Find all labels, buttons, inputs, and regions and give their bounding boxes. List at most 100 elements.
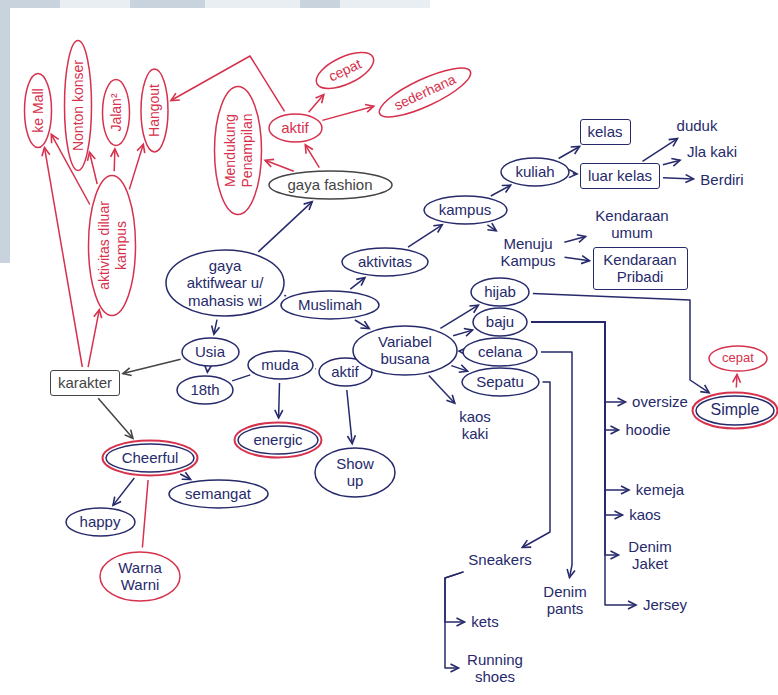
node-label: aktif <box>281 119 310 136</box>
highlight-ring <box>693 392 778 428</box>
connector-arrow <box>736 375 738 388</box>
ellipse-node: kampus <box>423 195 508 225</box>
connector-arrow <box>440 305 478 328</box>
connector-arrow <box>278 383 280 418</box>
scan-band <box>0 8 10 263</box>
connector-arrow <box>123 359 181 373</box>
scan-band <box>60 0 130 8</box>
text-node: Running shoes <box>462 649 529 688</box>
scan-band <box>340 0 430 8</box>
node-label: aktif <box>331 363 360 380</box>
ellipse-outline <box>238 426 318 454</box>
text-node: hoodie <box>622 419 675 441</box>
node-label: kemeja <box>635 481 685 498</box>
text-node: duduk <box>673 115 721 137</box>
node-label: duduk <box>676 117 718 134</box>
connector-arrow <box>408 225 442 247</box>
connector-arrow <box>491 185 511 196</box>
text-node: Jla kaki <box>683 141 741 163</box>
ellipse-outline <box>281 291 379 319</box>
connector-arrow <box>207 370 209 372</box>
node-label: Show up <box>330 455 380 490</box>
ellipse-node: aktivitas <box>341 247 429 277</box>
connector-arrow <box>531 322 623 515</box>
ellipse-outline <box>342 248 428 276</box>
connector-arrow <box>322 106 373 120</box>
node-label: Nonton konser <box>70 59 86 152</box>
scan-band <box>130 0 205 8</box>
node-label: Usia <box>194 343 226 360</box>
ellipse-node: ke Mall <box>24 72 53 148</box>
node-label: baju <box>485 313 515 330</box>
ellipse-outline <box>471 278 529 306</box>
ellipse-outline <box>709 346 767 371</box>
node-label: aktivitas diluar kampus <box>96 195 128 295</box>
connector-arrow <box>314 368 316 370</box>
ellipse-outline <box>66 508 135 536</box>
node-label: Denim Jaket <box>625 538 675 573</box>
node-label: kampus <box>438 201 492 218</box>
connector-arrow <box>663 160 680 165</box>
ellipse-node: gaya aktifwear u/ mahasis wi <box>165 249 285 317</box>
ellipse-node: kuliah <box>500 157 570 187</box>
connector-arrow <box>445 572 465 622</box>
node-label: Kendaraan umum <box>592 207 672 242</box>
ellipse-outline <box>463 338 537 366</box>
connector-arrow <box>663 178 694 179</box>
connector-arrow <box>214 320 217 335</box>
connector-arrow <box>445 572 464 668</box>
ellipse-outline <box>501 158 569 186</box>
node-label: Simple <box>710 401 760 419</box>
node-label: luar kelas <box>587 167 653 184</box>
connector-arrow <box>541 352 572 578</box>
node-label: Kendaraan Pribadi <box>600 251 680 286</box>
highlight-ring <box>235 423 322 458</box>
scan-band <box>0 0 60 8</box>
ellipse-node: Simple <box>695 395 775 426</box>
text-node: kets <box>468 611 503 633</box>
text-node: Kendaraan umum <box>589 205 676 244</box>
text-node: Denim Jaket <box>622 536 679 575</box>
node-label: oversize <box>632 393 689 410</box>
ellipse-outline <box>103 79 130 145</box>
highlight-ring <box>103 441 198 476</box>
ellipse-outline <box>182 338 239 366</box>
node-label: 18th <box>190 381 221 398</box>
ellipse-node: Mendukung Penampilan <box>214 85 263 215</box>
connector-arrow <box>531 322 636 605</box>
text-node: Sneakers <box>465 549 536 571</box>
connector-arrow <box>487 225 496 231</box>
text-node: kaos kaki <box>449 406 501 445</box>
text-node: Denim pants <box>537 581 594 620</box>
connector-arrow <box>90 152 98 184</box>
connector-arrow <box>129 144 143 189</box>
node-label: Running shoes <box>465 651 525 686</box>
connector-arrow <box>522 382 550 548</box>
ellipse-outline <box>311 45 379 96</box>
node-label: Menuju Kampus <box>498 235 558 270</box>
node-label: gaya aktifwear u/ mahasis wi <box>184 257 266 309</box>
node-label: semangat <box>185 485 252 502</box>
ellipse-node: cepat <box>310 43 380 96</box>
ellipse-node: Usia <box>181 337 240 367</box>
node-label: happy <box>79 513 121 530</box>
connector-arrow <box>309 95 324 113</box>
ellipse-outline <box>473 308 527 336</box>
node-label: Sepatu <box>476 373 525 390</box>
box-node: Kendaraan Pribadi <box>593 247 688 290</box>
connector-arrow <box>350 278 365 290</box>
node-label: Cheerful <box>121 449 179 466</box>
ellipse-node: gaya fashion <box>268 170 393 200</box>
ellipse-node: happy <box>65 507 136 537</box>
node-label: Sneakers <box>468 551 533 568</box>
box-node: kelas <box>580 119 631 145</box>
scan-band <box>205 0 300 8</box>
ellipse-node: aktif <box>268 113 323 143</box>
ellipse-outline <box>315 448 395 497</box>
ellipse-node: energic <box>237 425 319 455</box>
connector-arrow <box>305 145 319 168</box>
node-label: kaos <box>629 506 662 523</box>
ellipse-node: muda <box>247 350 314 380</box>
node-label: Jalan² <box>108 92 124 132</box>
